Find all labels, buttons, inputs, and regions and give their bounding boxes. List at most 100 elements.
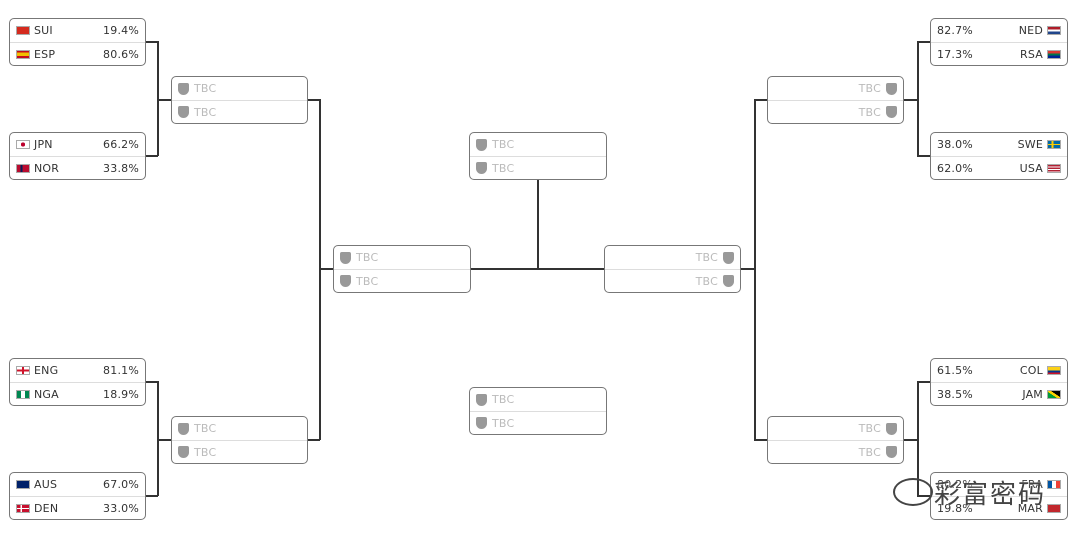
- team-name: JPN: [34, 138, 53, 151]
- team-row-tbc[interactable]: TBC: [172, 100, 307, 123]
- connector-line: [146, 155, 158, 157]
- team-row-tbc[interactable]: TBC: [768, 77, 903, 100]
- team-row-tbc[interactable]: TBC: [768, 417, 903, 440]
- team-row[interactable]: 80.2% FRA: [931, 473, 1067, 496]
- team-row[interactable]: 17.3% RSA: [931, 42, 1067, 65]
- match-card-left-4[interactable]: AUS 67.0% DEN 33.0%: [9, 472, 146, 520]
- match-card-left-1[interactable]: SUI 19.4% ESP 80.6%: [9, 18, 146, 66]
- team-row-tbc[interactable]: TBC: [334, 246, 470, 269]
- match-card-left-qf-2[interactable]: TBC TBC: [171, 416, 308, 464]
- team-name: ENG: [34, 364, 59, 377]
- team-name: TBC: [194, 82, 217, 95]
- match-card-right-qf-2[interactable]: TBC TBC: [767, 416, 904, 464]
- team-row-tbc[interactable]: TBC: [605, 269, 740, 292]
- team-row[interactable]: 62.0% USA: [931, 156, 1067, 179]
- win-probability: 80.2%: [937, 478, 973, 491]
- team-row[interactable]: NGA 18.9%: [10, 382, 145, 405]
- team-row-tbc[interactable]: TBC: [172, 417, 307, 440]
- team-row-tbc[interactable]: TBC: [605, 246, 740, 269]
- win-probability: 81.1%: [103, 364, 139, 377]
- team-row[interactable]: DEN 33.0%: [10, 496, 145, 519]
- match-card-left-3[interactable]: ENG 81.1% NGA 18.9%: [9, 358, 146, 406]
- match-card-left-2[interactable]: JPN 66.2% NOR 33.8%: [9, 132, 146, 180]
- match-card-third-place[interactable]: TBC TBC: [469, 387, 607, 435]
- win-probability: 33.8%: [103, 161, 139, 175]
- team-row-tbc[interactable]: TBC: [172, 440, 307, 463]
- shield-icon: [886, 446, 897, 458]
- team-row[interactable]: NOR 33.8%: [10, 156, 145, 179]
- shield-icon: [178, 446, 189, 458]
- team-row[interactable]: 38.5% JAM: [931, 382, 1067, 405]
- team-name: TBC: [492, 416, 515, 430]
- match-card-right-1[interactable]: 82.7% NED 17.3% RSA: [930, 18, 1068, 66]
- shield-icon: [340, 275, 351, 287]
- connector-line: [917, 41, 919, 156]
- team-name: TBC: [492, 138, 515, 151]
- team-row-tbc[interactable]: TBC: [470, 388, 606, 411]
- match-card-left-qf-1[interactable]: TBC TBC: [171, 76, 308, 124]
- team-name: TBC: [858, 82, 881, 95]
- win-probability: 18.9%: [103, 387, 139, 401]
- win-probability: 33.0%: [103, 501, 139, 515]
- shield-icon: [476, 162, 487, 174]
- team-row[interactable]: 19.8% MAR: [931, 496, 1067, 519]
- team-row-tbc[interactable]: TBC: [470, 411, 606, 434]
- team-row[interactable]: 61.5% COL: [931, 359, 1067, 382]
- team-row[interactable]: 38.0% SWE: [931, 133, 1067, 156]
- win-probability: 80.6%: [103, 47, 139, 61]
- team-name: DEN: [34, 501, 59, 515]
- connector-line: [146, 495, 158, 497]
- match-card-final[interactable]: TBC TBC: [469, 132, 607, 180]
- win-probability: 82.7%: [937, 24, 973, 37]
- team-name: TBC: [858, 105, 881, 119]
- england-flag-icon: [16, 366, 30, 375]
- team-row[interactable]: AUS 67.0%: [10, 473, 145, 496]
- team-name: MAR: [1017, 501, 1043, 515]
- team-row-tbc[interactable]: TBC: [768, 100, 903, 123]
- team-name: RSA: [1020, 47, 1043, 61]
- team-row[interactable]: JPN 66.2%: [10, 133, 145, 156]
- team-name: TBC: [492, 161, 515, 175]
- team-row-tbc[interactable]: TBC: [172, 77, 307, 100]
- connector-line: [754, 99, 756, 440]
- match-card-right-4[interactable]: 80.2% FRA 19.8% MAR: [930, 472, 1068, 520]
- win-probability: 62.0%: [937, 161, 973, 175]
- win-probability: 61.5%: [937, 364, 973, 377]
- team-row-tbc[interactable]: TBC: [768, 440, 903, 463]
- shield-icon: [476, 417, 487, 429]
- team-row[interactable]: ESP 80.6%: [10, 42, 145, 65]
- team-name: TBC: [194, 422, 217, 435]
- team-name: SWE: [1017, 138, 1043, 151]
- sweden-flag-icon: [1047, 140, 1061, 149]
- match-card-left-sf[interactable]: TBC TBC: [333, 245, 471, 293]
- match-card-right-qf-1[interactable]: TBC TBC: [767, 76, 904, 124]
- win-probability: 66.2%: [103, 138, 139, 151]
- shield-icon: [476, 138, 487, 151]
- match-card-right-sf[interactable]: TBC TBC: [604, 245, 741, 293]
- wechat-icon: [893, 478, 933, 506]
- team-row[interactable]: ENG 81.1%: [10, 359, 145, 382]
- connector-line: [754, 439, 767, 441]
- norway-flag-icon: [16, 163, 30, 173]
- team-row[interactable]: SUI 19.4%: [10, 19, 145, 42]
- connector-line: [754, 99, 767, 101]
- connector-line: [741, 268, 755, 270]
- connector-line: [904, 99, 918, 101]
- team-row-tbc[interactable]: TBC: [334, 269, 470, 292]
- team-name: TBC: [695, 274, 718, 288]
- shield-icon: [723, 251, 734, 264]
- shield-icon: [340, 251, 351, 264]
- win-probability: 67.0%: [103, 478, 139, 491]
- japan-flag-icon: [16, 140, 30, 149]
- shield-icon: [886, 106, 897, 118]
- switzerland-flag-icon: [16, 26, 30, 35]
- team-name: AUS: [34, 478, 58, 491]
- team-row[interactable]: 82.7% NED: [931, 19, 1067, 42]
- connector-line: [917, 41, 930, 43]
- match-card-right-3[interactable]: 61.5% COL 38.5% JAM: [930, 358, 1068, 406]
- team-row-tbc[interactable]: TBC: [470, 133, 606, 156]
- team-row-tbc[interactable]: TBC: [470, 156, 606, 179]
- match-card-right-2[interactable]: 38.0% SWE 62.0% USA: [930, 132, 1068, 180]
- connector-line: [157, 381, 159, 496]
- shield-icon: [476, 393, 487, 406]
